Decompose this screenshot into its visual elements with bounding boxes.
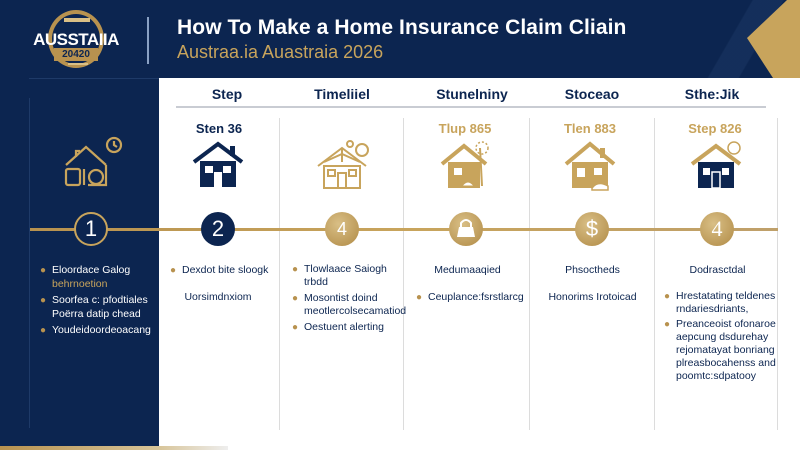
bullet-icon: ● — [664, 291, 671, 302]
logo-badge: AUSSTAIIA 20420 — [20, 6, 120, 72]
navy-house-gold-roof-icon — [688, 140, 748, 192]
step-2-note: Uorsimdnxiom — [184, 291, 252, 303]
step-4-list: ●Ceuplance:fsrstlarcg — [416, 291, 528, 307]
logo-text: AUSSTAIIA — [33, 30, 119, 49]
step-1-list: ●Eloordace Galog behrnoetion ●Soorfea c:… — [40, 264, 158, 340]
step-circle-dollar[interactable]: $ — [575, 212, 609, 246]
page-subtitle: Austraa.ia Auastraia 2026 — [177, 42, 384, 62]
list-item: ●Youdeidoordeoacang — [40, 324, 151, 336]
lock-icon — [457, 219, 475, 237]
bullet-icon: ● — [664, 319, 671, 330]
step-6-list: ●Hrestatating teldenes rndariesdriants, … — [664, 290, 776, 383]
bullet-icon: ● — [40, 325, 47, 336]
step-label-6: Step 826 — [688, 121, 742, 136]
list-item: poomtc:sdpatooy — [676, 370, 756, 382]
column-header-3: Stunelniny — [436, 86, 508, 102]
step-5-heading: Phsoctheds — [565, 264, 620, 276]
list-item: ●Hrestatating teldenes — [664, 290, 776, 302]
gold-house-repair-icon — [438, 140, 498, 192]
list-item: ●Eloordace Galog — [40, 264, 131, 276]
list-item: aepcung dsdurehay — [676, 331, 769, 343]
page-title: How To Make a Home Insurance Claim Cliai… — [177, 16, 627, 39]
bullet-icon: ● — [170, 265, 177, 276]
step-circle-1[interactable]: 1 — [74, 212, 108, 246]
list-item: ●Tlowlaace Saiogh — [292, 263, 387, 275]
column-separator — [529, 118, 530, 430]
list-item: trbdd — [304, 276, 328, 288]
panel-border-line — [29, 98, 30, 428]
column-headers: Step Timeliiel Stunelniny Stoceao Sthe:J… — [176, 78, 766, 108]
logo-year: 20420 — [54, 48, 98, 61]
list-item: ●Soorfea c: pfodtiales — [40, 294, 148, 306]
column-separator — [777, 118, 778, 430]
list-item: ●Dexdot bite sloogk — [170, 264, 269, 276]
step-3-list: ●Tlowlaace Saiogh trbdd ●Mosontist doind… — [292, 263, 407, 337]
column-separator — [654, 118, 655, 430]
bottom-gold-rule — [0, 446, 228, 450]
step-circle-lock[interactable] — [449, 212, 483, 246]
list-item: ●Preanceoist ofonaroe — [664, 318, 776, 330]
step-6-heading: Dodrasctdal — [689, 264, 746, 276]
step-circle-3[interactable]: 4 — [325, 212, 359, 246]
list-item: rejomatayat bonriang — [676, 344, 775, 356]
timeline-line — [30, 228, 778, 231]
bullet-icon: ● — [40, 295, 47, 306]
step-label-5: Tlen 883 — [563, 121, 617, 136]
column-header-timeline: Timeliiel — [314, 86, 370, 102]
bullet-icon: ● — [292, 293, 299, 304]
step-5-note: Honorims Irotoicad — [548, 291, 637, 303]
step-label-4: Tlup 865 — [438, 121, 492, 136]
step-2-list: ●Dexdot bite sloogk — [170, 264, 280, 280]
step-label-2: Sten 36 — [195, 121, 243, 136]
list-item: Poërra datip chead — [52, 308, 141, 320]
bullet-icon: ● — [416, 292, 423, 303]
house-with-clock-outline-icon — [62, 135, 123, 187]
bullet-icon: ● — [292, 264, 299, 275]
bullet-icon: ● — [40, 265, 47, 276]
bullet-icon: ● — [292, 322, 299, 333]
step-circle-6[interactable]: 4 — [700, 212, 734, 246]
navy-house-icon — [190, 140, 250, 192]
list-item: meotlercolsecamatiod — [304, 305, 407, 317]
list-item: rndariesdriants, — [676, 303, 749, 315]
header-divider — [147, 17, 149, 64]
column-separator — [403, 118, 404, 430]
header-banner: AUSSTAIIA 20420 How To Make a Home Insur… — [0, 0, 800, 78]
logo-top-ribbon — [64, 18, 90, 22]
gold-outline-house-icon — [314, 140, 374, 192]
gold-house-car-icon — [562, 140, 622, 192]
column-header-4: Stoceao — [564, 86, 620, 102]
left-navy-panel — [0, 78, 159, 450]
list-item: ●Mosontist doind — [292, 292, 378, 304]
logo-bottom-ribbon — [68, 63, 88, 65]
column-header-step: Step — [211, 86, 243, 102]
list-item: ●Ceuplance:fsrstlarcg — [416, 291, 524, 303]
step-4-heading: Medumaaqied — [434, 264, 501, 276]
list-item: behrnoetion — [52, 278, 108, 290]
column-header-5: Sthe:Jik — [684, 86, 740, 102]
list-item: ●Oestuent alerting — [292, 321, 384, 333]
list-item: plreasbocahenss and — [676, 357, 776, 369]
step-circle-2[interactable]: 2 — [201, 212, 235, 246]
panel-top-line — [29, 78, 159, 79]
column-separator — [279, 118, 280, 430]
